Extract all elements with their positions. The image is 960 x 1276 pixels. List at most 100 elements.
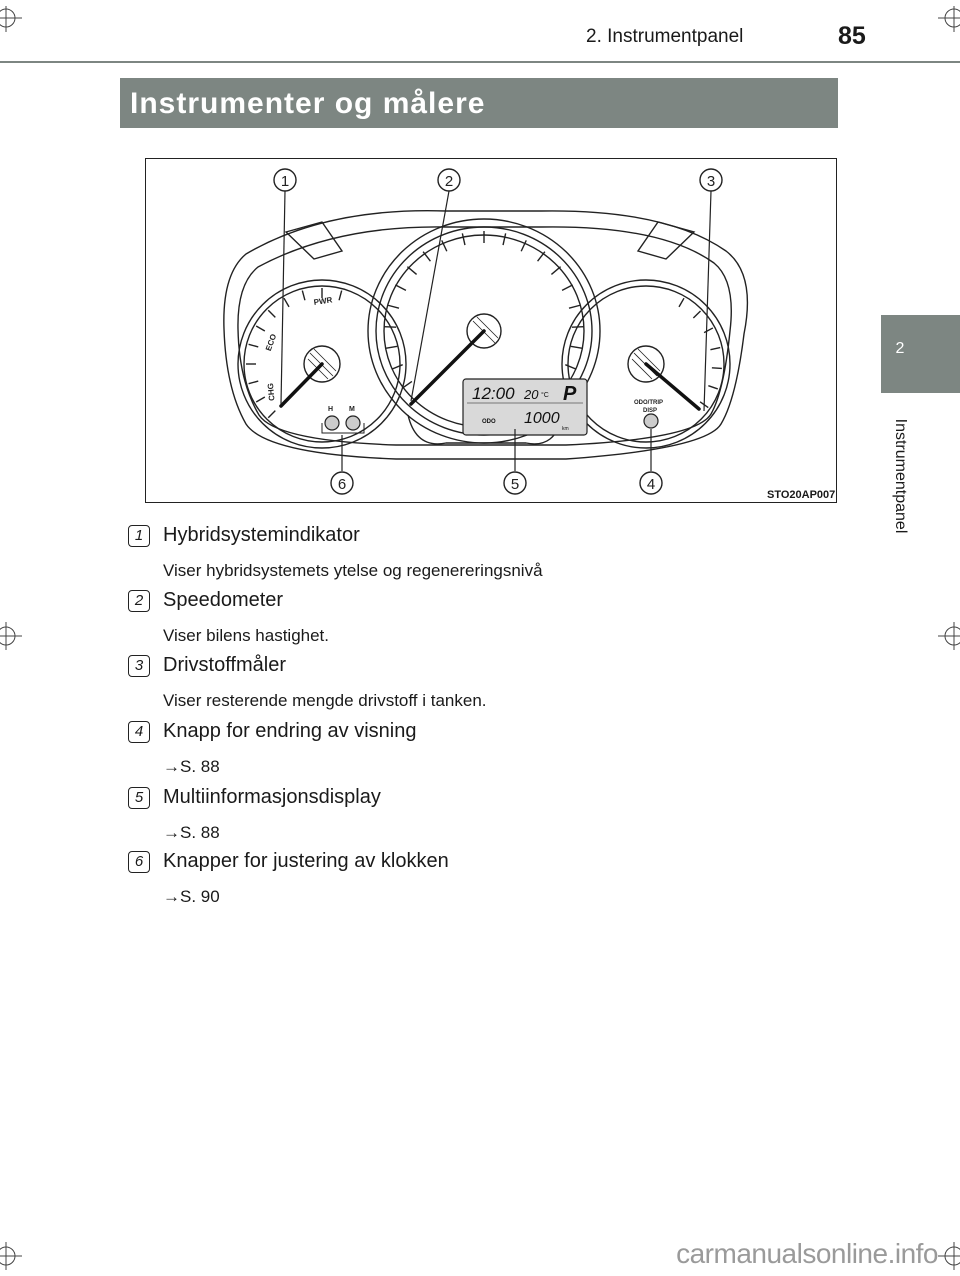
hybrid-gauge-tick bbox=[301, 290, 306, 301]
speedometer-tick bbox=[461, 233, 466, 246]
multi-information-display bbox=[462, 378, 588, 436]
callout-6 bbox=[330, 471, 354, 495]
speedometer-tick bbox=[570, 345, 583, 350]
speedometer-tick bbox=[391, 364, 403, 370]
m-label: M bbox=[349, 406, 355, 413]
speedometer-tick bbox=[384, 325, 397, 328]
hybrid-gauge-tick bbox=[255, 396, 266, 403]
display-odo-label: ODO bbox=[482, 419, 496, 425]
item-title: Speedometer bbox=[163, 589, 284, 611]
page-reference-link[interactable]: →S. 88 bbox=[163, 757, 220, 776]
instrument-cluster-figure: PWR ECO CHG H M ODO/TRIP DISP 12:00 20 °… bbox=[145, 158, 837, 503]
speedometer-needle bbox=[409, 329, 486, 406]
callout-3 bbox=[699, 168, 723, 192]
speedometer-tick bbox=[550, 266, 562, 275]
speedometer-tick bbox=[385, 345, 398, 350]
callout-2 bbox=[437, 168, 461, 192]
hybrid-gauge-tick bbox=[283, 297, 290, 308]
callout-1 bbox=[273, 168, 297, 192]
section-title: Instrumenter og målere bbox=[120, 78, 838, 128]
hybrid-gauge-hub bbox=[303, 345, 341, 383]
instrument-cluster-illustration: PWR ECO CHG H M ODO/TRIP DISP 12:00 20 °… bbox=[223, 168, 749, 495]
hybrid-needle bbox=[279, 362, 324, 408]
hybrid-gauge-tick bbox=[267, 410, 276, 419]
fuel-gauge-tick bbox=[692, 310, 702, 319]
callout-5 bbox=[503, 471, 527, 495]
speedometer-tick bbox=[537, 251, 546, 262]
speedometer-tick bbox=[387, 304, 400, 309]
fuel-gauge-tick bbox=[711, 367, 722, 370]
item-number-badge: 5 bbox=[128, 787, 150, 809]
speedometer-tick bbox=[394, 284, 407, 291]
speedometer-tick bbox=[571, 325, 584, 328]
callout-1-number: 1 bbox=[281, 173, 289, 190]
speedometer-tick bbox=[401, 380, 413, 389]
hybrid-gauge-tick bbox=[267, 309, 276, 318]
item-title: Multiinformasjonsdisplay bbox=[163, 786, 381, 808]
hybrid-gauge-tick bbox=[248, 380, 259, 385]
display-odometer: 1000 bbox=[524, 410, 560, 427]
callout-6-number: 6 bbox=[338, 476, 346, 493]
item-description: Viser bilens hastighet. bbox=[163, 626, 330, 645]
display-temperature-unit: °C bbox=[541, 391, 549, 399]
eco-label: ECO bbox=[264, 333, 278, 352]
chg-label: CHG bbox=[266, 383, 277, 401]
hybrid-gauge-tick bbox=[248, 343, 259, 348]
item-title: Knapp for endring av visning bbox=[163, 720, 417, 742]
speedometer-tick bbox=[441, 240, 448, 252]
odo-trip-label: ODO/TRIP bbox=[634, 400, 663, 406]
item-title: Knapper for justering av klokken bbox=[163, 850, 449, 872]
h-label: H bbox=[328, 406, 333, 413]
callout-3-number: 3 bbox=[707, 173, 715, 190]
item-description: Viser resterende mengde drivstoff i tank… bbox=[163, 691, 487, 710]
fuel-gauge-tick bbox=[678, 297, 685, 308]
clock-hour-button bbox=[324, 415, 340, 431]
page-number: 85 bbox=[838, 22, 866, 50]
callout-4 bbox=[639, 471, 663, 495]
fuel-gauge-hub bbox=[627, 345, 665, 383]
speedometer-tick bbox=[422, 251, 431, 262]
chapter-tab-label: Instrumentpanel bbox=[892, 418, 909, 534]
callout-2-number: 2 bbox=[445, 173, 453, 190]
speedometer-tick bbox=[520, 240, 527, 252]
speedometer-hub bbox=[466, 313, 502, 349]
fuel-gauge-tick bbox=[703, 327, 714, 334]
header-rule bbox=[0, 61, 960, 63]
hybrid-gauge-tick bbox=[255, 325, 266, 332]
item-title: Hybridsystemindikator bbox=[163, 524, 360, 546]
page-reference-link[interactable]: →S. 88 bbox=[163, 823, 220, 842]
odo-trip-button bbox=[643, 413, 659, 429]
fuel-gauge bbox=[561, 279, 731, 449]
speedometer-tick bbox=[502, 233, 507, 246]
chapter-tab-number: 2 bbox=[895, 340, 905, 357]
hybrid-gauge-tick bbox=[338, 290, 343, 301]
figure-code: STO20AP007 bbox=[767, 489, 836, 501]
disp-label: DISP bbox=[643, 408, 657, 414]
item-number-badge: 3 bbox=[128, 655, 150, 677]
speedometer-tick bbox=[561, 284, 574, 291]
item-description: Viser hybridsystemets ytelse og regenere… bbox=[163, 561, 543, 580]
display-gear: P bbox=[563, 383, 577, 405]
callout-4-number: 4 bbox=[647, 476, 655, 493]
running-header-title: 2. Instrumentpanel bbox=[586, 26, 744, 47]
pwr-label: PWR bbox=[313, 295, 333, 307]
fuel-gauge-tick bbox=[708, 385, 719, 390]
callout-5-number: 5 bbox=[511, 476, 519, 493]
display-temperature: 20 bbox=[523, 387, 539, 402]
item-number-badge: 4 bbox=[128, 721, 150, 743]
page-reference-link[interactable]: →S. 90 bbox=[163, 887, 220, 906]
display-distance-unit: km bbox=[562, 426, 569, 432]
hybrid-indicator-gauge bbox=[237, 279, 407, 449]
item-number-badge: 1 bbox=[128, 525, 150, 547]
item-title: Drivstoffmåler bbox=[163, 654, 286, 676]
clock-minute-button bbox=[345, 415, 361, 431]
chapter-tab bbox=[881, 315, 960, 393]
site-watermark: carmanualsonline.info bbox=[676, 1238, 938, 1269]
item-number-badge: 6 bbox=[128, 851, 150, 873]
speedometer-tick bbox=[406, 266, 418, 275]
item-number-badge: 2 bbox=[128, 590, 150, 612]
speedometer-tick bbox=[568, 304, 581, 309]
cluster-housing bbox=[223, 209, 749, 460]
speedometer-tick bbox=[565, 364, 577, 370]
